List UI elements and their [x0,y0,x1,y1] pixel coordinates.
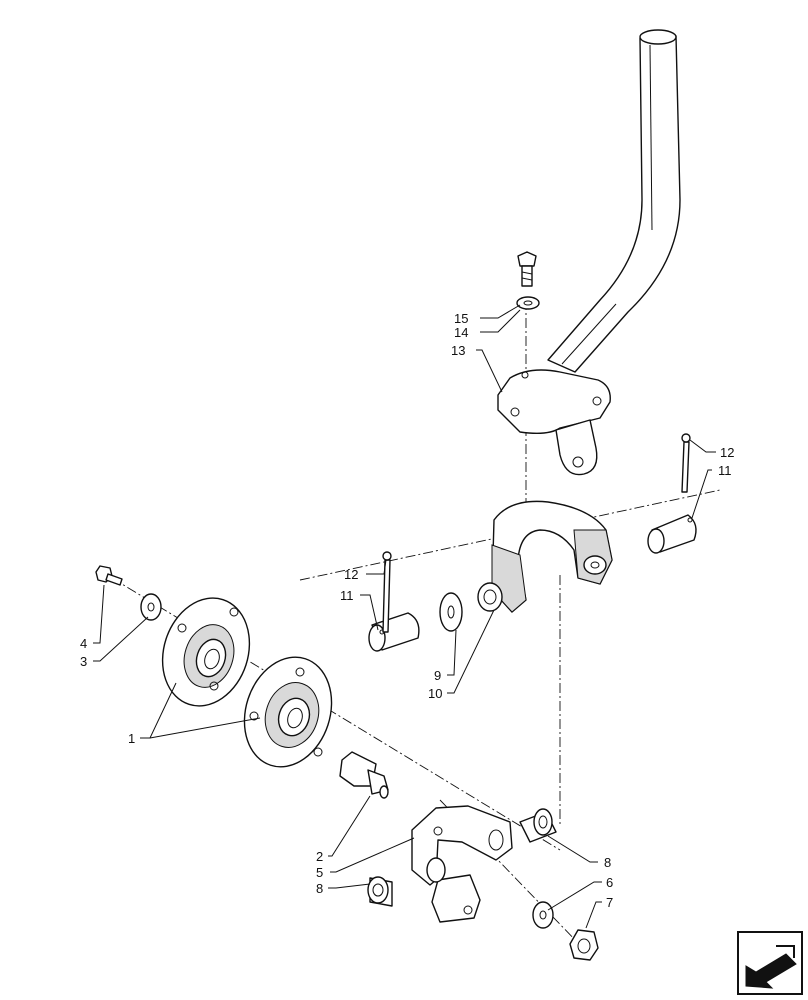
flange-bearing-1a [161,597,251,707]
leader-lines [93,304,716,929]
bushing-10 [477,582,503,612]
callout-4: 4 [80,636,87,651]
pin-11-right [647,514,697,554]
pin-11-left [368,612,420,652]
u-bracket [491,500,613,613]
callout-12-left: 12 [344,567,358,582]
nut-7 [569,929,599,961]
lever-assembly [497,29,681,476]
callout-11-left: 11 [340,588,354,603]
bushing-8-left [367,876,393,907]
stud-2 [339,751,389,799]
callout-9: 9 [434,668,441,683]
washer-9 [439,592,463,632]
bolt-4 [95,565,123,586]
washer-6 [532,901,554,929]
cotter-pin-12-right [681,433,691,493]
callout-12-right: 12 [720,445,734,460]
callout-7: 7 [606,895,613,910]
callout-labels: 15 14 13 12 11 12 11 9 10 4 3 1 2 5 8 8 … [80,311,734,910]
flange-bearing-1b [243,656,333,768]
bolt-15 [517,251,537,287]
callout-1: 1 [128,731,135,746]
callout-6: 6 [606,875,613,890]
callout-10: 10 [428,686,442,701]
callout-5: 5 [316,865,323,880]
cotter-pin-12-left [382,551,392,633]
page-turn-arrow-icon[interactable] [737,931,803,995]
callout-13: 13 [451,343,465,358]
callout-3: 3 [80,654,87,669]
callout-2: 2 [316,849,323,864]
callout-8-right: 8 [604,855,611,870]
callout-11-right: 11 [718,463,732,478]
callout-14: 14 [454,325,468,340]
washer-14 [516,296,540,310]
bracket-5 [411,805,513,923]
washer-3 [140,593,162,621]
callout-15: 15 [454,311,468,326]
bushing-8-right [519,808,557,843]
callout-8-left: 8 [316,881,323,896]
